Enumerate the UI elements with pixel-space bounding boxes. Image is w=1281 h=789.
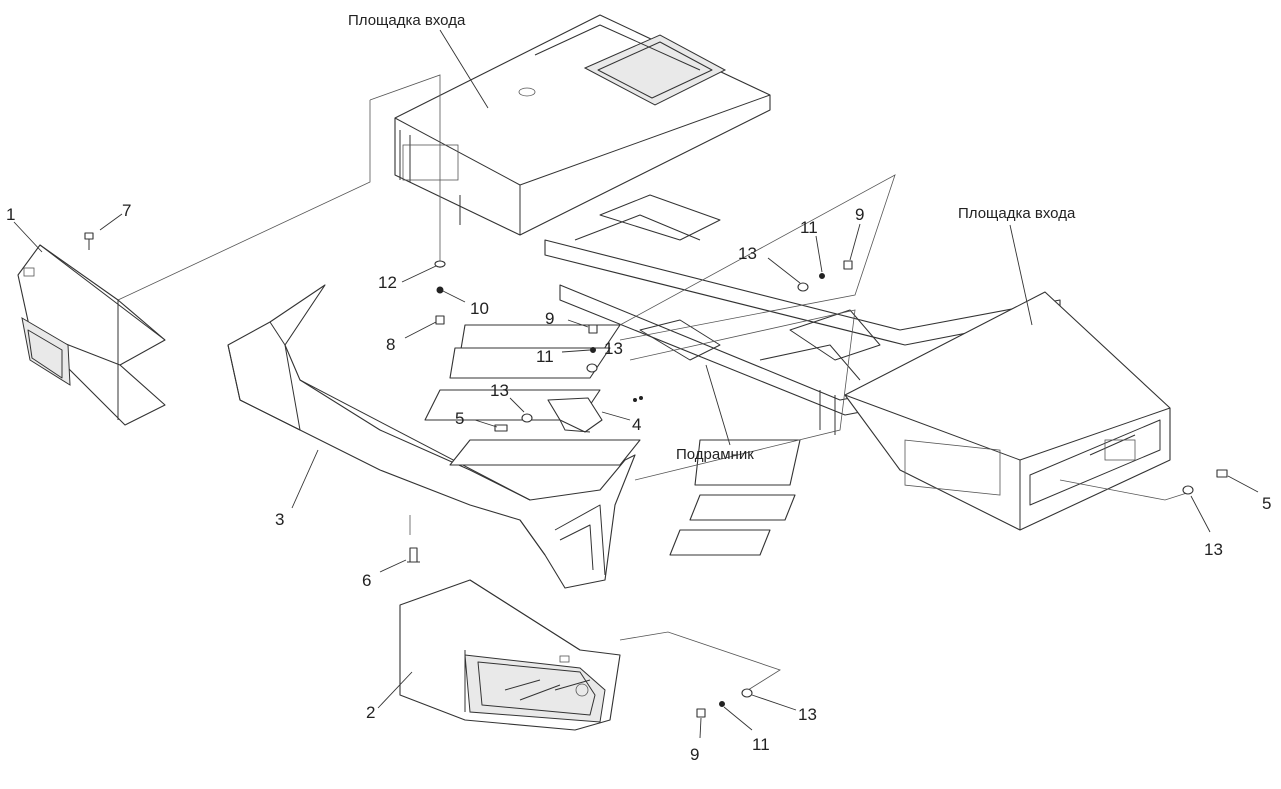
callout-1: 1 xyxy=(6,205,15,224)
callout-9a: 9 xyxy=(545,309,554,328)
part-3-bumper xyxy=(227,284,636,589)
leader-part-13d xyxy=(751,694,797,711)
leader-part-2 xyxy=(377,671,413,709)
leader-subframe xyxy=(705,364,731,446)
callout-13b: 13 xyxy=(738,244,757,263)
callout-11b: 11 xyxy=(800,218,818,237)
callout-9b: 9 xyxy=(855,205,864,224)
callout-4: 4 xyxy=(632,415,641,434)
entry-platform-right xyxy=(844,291,1171,531)
leader-part-10 xyxy=(442,290,466,303)
callout-8: 8 xyxy=(386,335,395,354)
entry-platform-top xyxy=(394,14,771,236)
callout-3: 3 xyxy=(275,510,284,529)
leader-part-8 xyxy=(404,321,437,339)
fasteners-bottom xyxy=(696,688,753,718)
leader-part-11c xyxy=(723,706,753,731)
callout-7: 7 xyxy=(122,201,131,220)
callout-13a: 13 xyxy=(604,339,623,358)
leader-part-13b xyxy=(767,257,801,284)
callout-6: 6 xyxy=(362,571,371,590)
leader-part-3 xyxy=(291,449,319,509)
construction-line xyxy=(619,631,781,691)
callout-13c: 13 xyxy=(490,381,509,400)
leader-part-13e xyxy=(1190,495,1211,533)
leader-part-9c xyxy=(699,717,702,739)
callout-11c: 11 xyxy=(752,735,770,754)
part-4-bracket xyxy=(547,397,603,433)
fastener-stack-left xyxy=(434,260,446,325)
leader-part-4 xyxy=(601,411,631,421)
callout-5b: 5 xyxy=(1262,494,1271,513)
leader-part-11a xyxy=(561,349,591,353)
construction-line xyxy=(117,100,371,301)
callout-11a: 11 xyxy=(536,347,554,366)
construction-line xyxy=(1059,479,1191,501)
panel-outline xyxy=(629,309,856,481)
panel-outline xyxy=(619,174,896,341)
part-2-right-housing xyxy=(399,579,621,731)
caption-entry-platform-top: Площадка входа xyxy=(348,12,466,29)
leader-entry-platform-top xyxy=(439,29,489,109)
callout-10: 10 xyxy=(470,299,489,318)
caption-entry-platform-right: Площадка входа xyxy=(958,205,1076,222)
callout-9c: 9 xyxy=(690,745,699,764)
leader-part-5b xyxy=(1227,475,1259,493)
part-6-bolt xyxy=(407,547,420,563)
caption-subframe: Подрамник xyxy=(676,446,754,463)
leader-entry-platform-right xyxy=(1009,224,1033,326)
part-7-bolt xyxy=(84,232,94,250)
leader-part-13c xyxy=(509,397,525,413)
leader-part-9a xyxy=(567,319,589,328)
leader-part-9b xyxy=(849,223,861,261)
construction-line xyxy=(369,74,441,268)
part-1-left-housing xyxy=(17,244,166,426)
callout-13e: 13 xyxy=(1204,540,1223,559)
leader-part-6 xyxy=(379,559,407,573)
leader-part-5a xyxy=(474,419,498,428)
fasteners-bracket xyxy=(494,396,643,432)
leader-part-11b xyxy=(815,235,823,273)
fasteners-upper-right xyxy=(797,260,853,292)
fasteners-center xyxy=(586,324,598,373)
callout-2: 2 xyxy=(366,703,375,722)
leader-part-7 xyxy=(99,213,123,231)
callout-12: 12 xyxy=(378,273,397,292)
leader-part-12 xyxy=(401,265,437,283)
callout-5a: 5 xyxy=(455,409,464,428)
leader-part-1 xyxy=(13,221,43,253)
callout-13d: 13 xyxy=(798,705,817,724)
fasteners-right xyxy=(1182,469,1228,495)
